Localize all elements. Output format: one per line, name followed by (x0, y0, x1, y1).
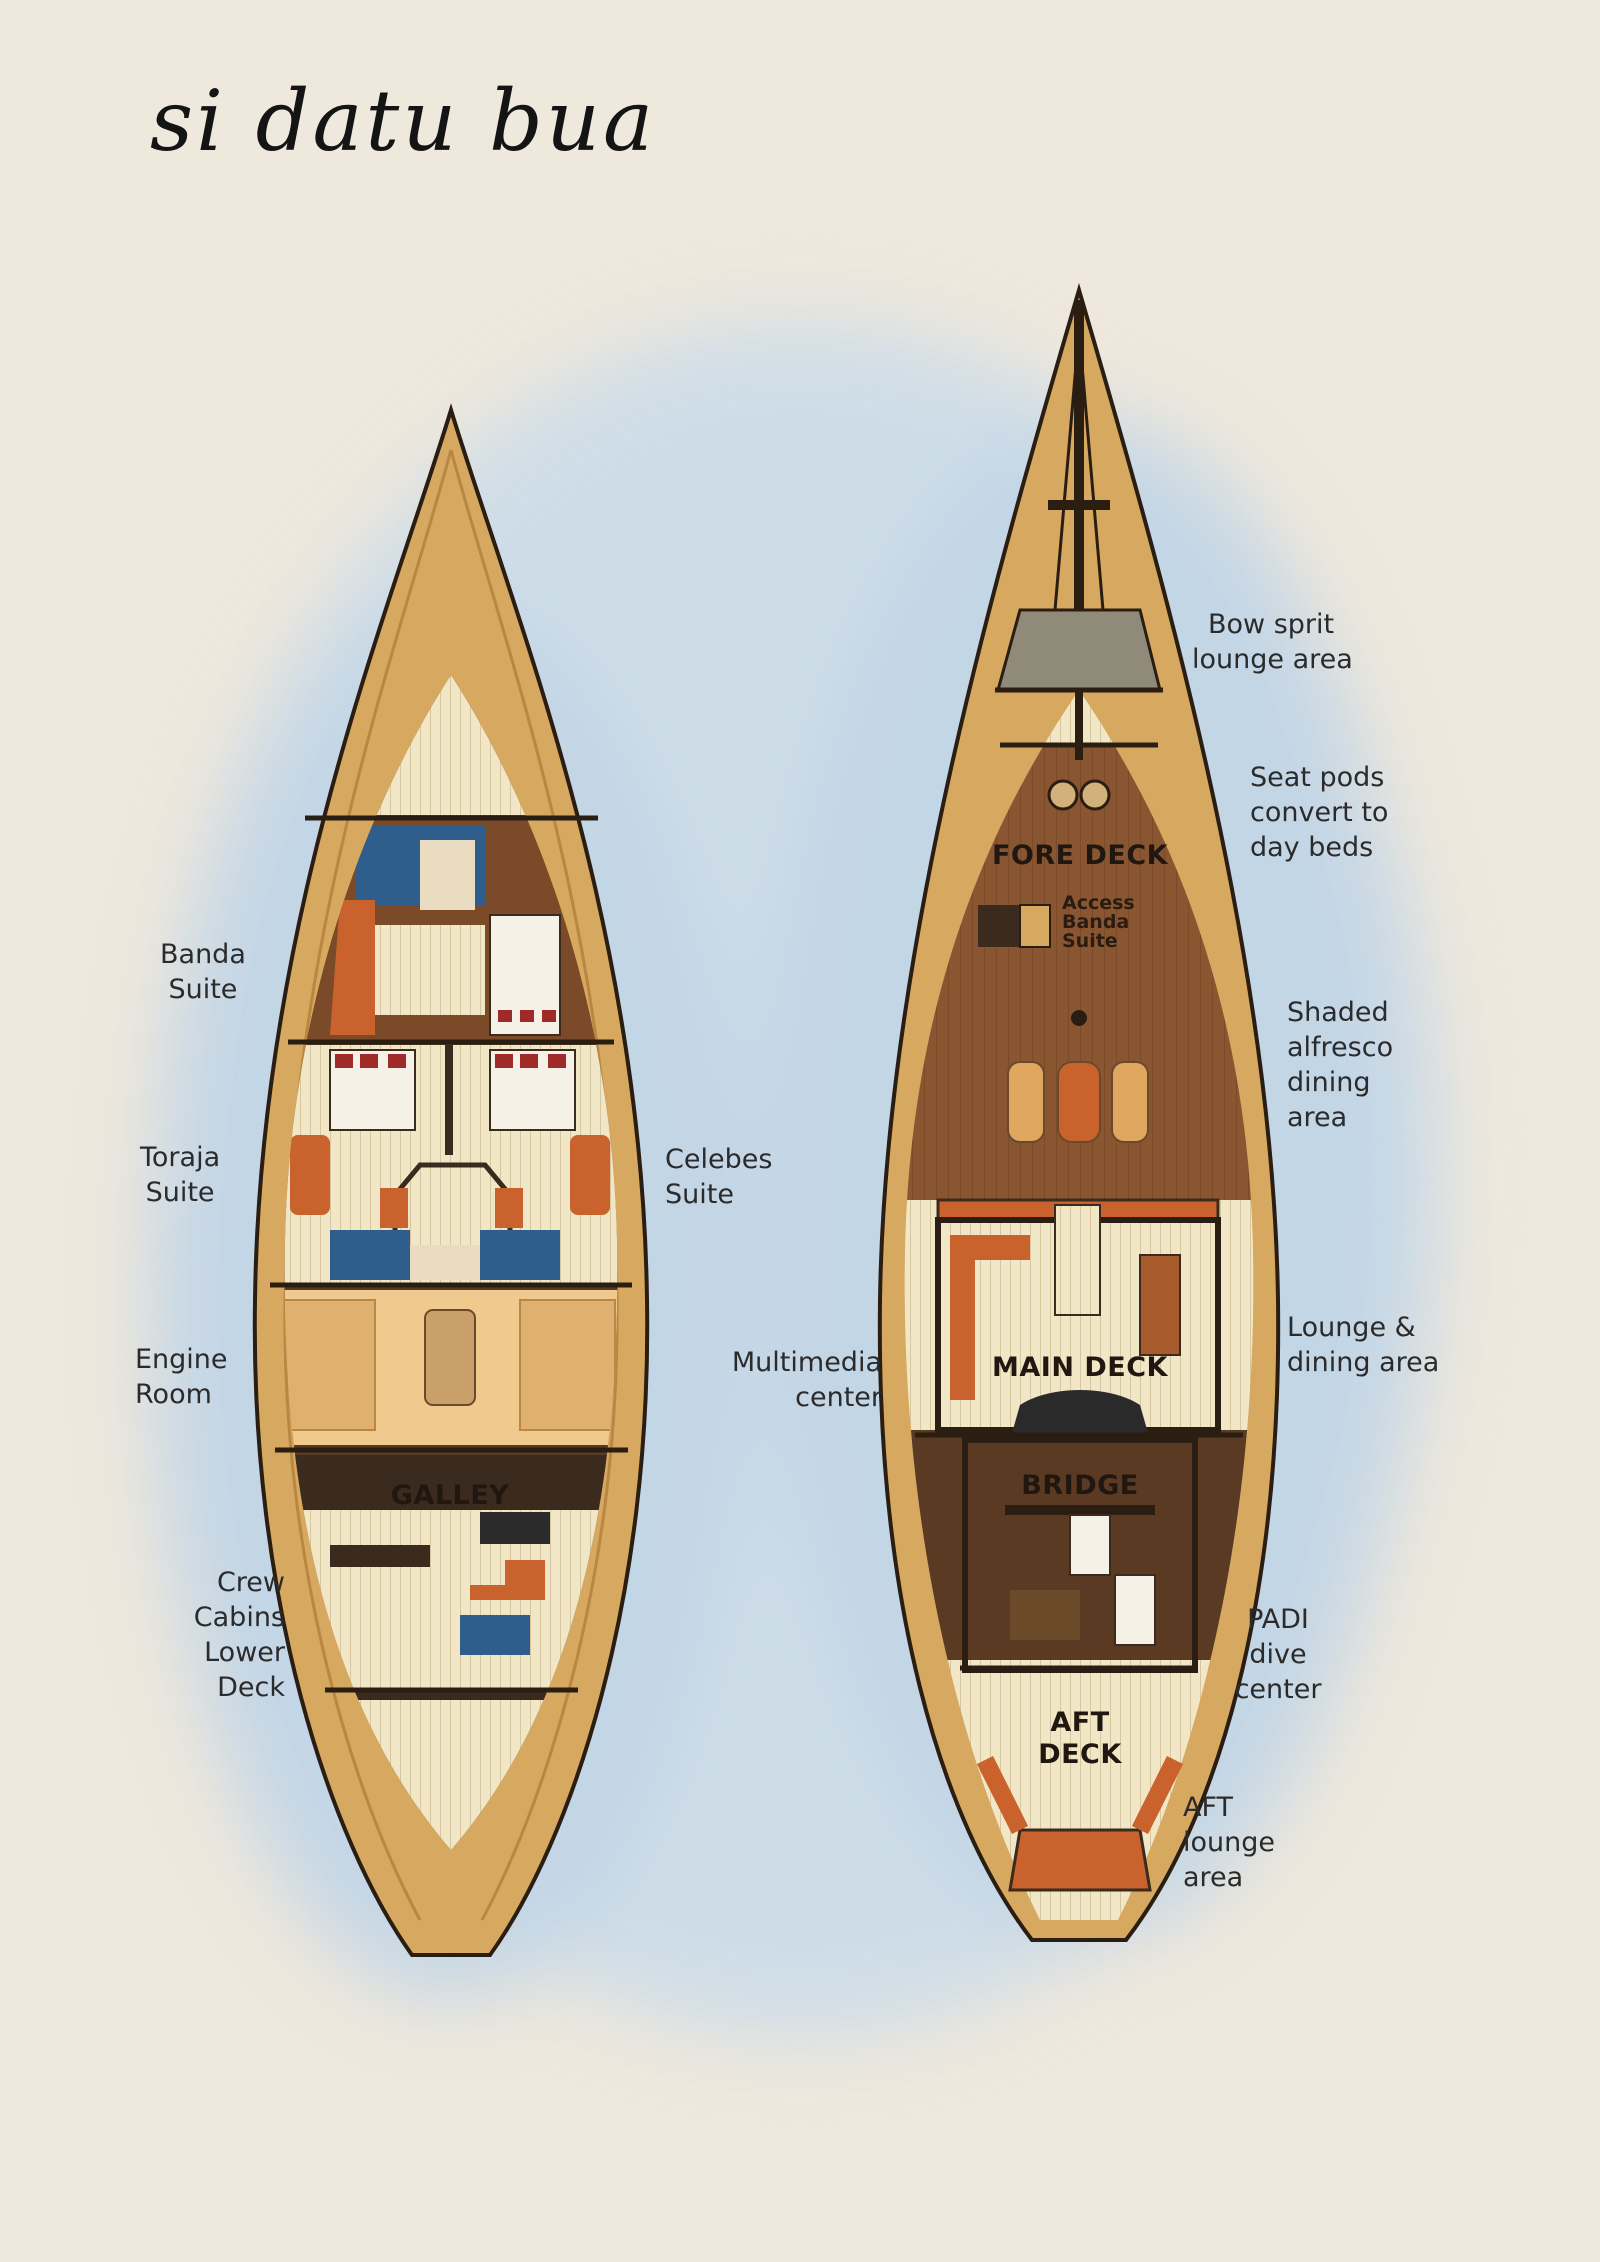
label-line: lounge (1183, 1827, 1275, 1858)
label-line: Multimedia (731, 1347, 882, 1378)
label-line: Crew (216, 1567, 285, 1598)
deck-title-line: FORE DECK (991, 840, 1169, 871)
label-line: AFT (1183, 1792, 1234, 1823)
label-line: center (795, 1382, 882, 1413)
label-toraja-suite: Toraja Suite (140, 1140, 220, 1210)
label-padi-dive-center: PADI dive center (1228, 1602, 1328, 1707)
label-line: Lower (204, 1637, 285, 1668)
label-line: Suite (145, 1177, 215, 1208)
label-lounge-dining: Lounge & dining area (1287, 1310, 1439, 1380)
label-line: convert to (1250, 797, 1389, 828)
label-shaded-dining: Shaded alfresco dining area (1287, 995, 1393, 1135)
label-line: Celebes (665, 1144, 773, 1175)
deck-title-fore: FORE DECK (960, 840, 1200, 872)
label-line: PADI (1247, 1604, 1309, 1635)
label-line: Room (135, 1379, 212, 1410)
label-line: area (1183, 1862, 1244, 1893)
label-line: dive (1249, 1639, 1307, 1670)
deck-title-line: DECK (1038, 1739, 1122, 1770)
label-line: center (1234, 1674, 1322, 1705)
label-crew-cabins: Crew Cabins Lower Deck (160, 1565, 285, 1705)
aft-lounge-sofa (1008, 1828, 1152, 1892)
label-line: Bow sprit (1208, 609, 1335, 640)
deck-title-aft: AFT DECK (1010, 1707, 1150, 1771)
label-line: dining (1287, 1067, 1371, 1098)
label-line: Deck (217, 1672, 285, 1703)
label-line: day beds (1250, 832, 1374, 863)
label-line: alfresco (1287, 1032, 1394, 1063)
label-bowsprit-lounge: Bow sprit lounge area (1192, 607, 1353, 677)
label-line: lounge area (1192, 644, 1353, 675)
label-line: Banda (160, 939, 246, 970)
label-line: dining area (1287, 1347, 1440, 1378)
label-line: Suite (1062, 930, 1118, 952)
label-line: area (1287, 1102, 1348, 1133)
label-celebes-suite: Celebes Suite (665, 1142, 772, 1212)
label-line: Toraja (140, 1142, 221, 1173)
lower-deck-boat (252, 403, 650, 1957)
label-line: Shaded (1287, 997, 1389, 1028)
deck-title-main: MAIN DECK (960, 1352, 1200, 1384)
deck-title-bridge: BRIDGE (990, 1470, 1170, 1502)
label-line: Engine (135, 1344, 228, 1375)
label-banda-suite: Banda Suite (160, 937, 246, 1007)
deck-title-galley: GALLEY (380, 1480, 520, 1512)
label-line: Banda (1062, 911, 1130, 933)
deck-title-line: GALLEY (390, 1480, 510, 1511)
label-line: Access (1062, 892, 1135, 914)
label-aft-lounge: AFT lounge area (1183, 1790, 1275, 1895)
label-line: Suite (665, 1179, 734, 1210)
label-line: Suite (168, 974, 238, 1005)
deck-title-line: AFT (1050, 1707, 1110, 1738)
label-line: Seat pods (1250, 762, 1385, 793)
bowsprit-lounge (996, 608, 1162, 692)
label-engine-room: Engine Room (135, 1342, 228, 1412)
label-seat-pods: Seat pods convert to day beds (1250, 760, 1388, 865)
label-line: Lounge & (1287, 1312, 1416, 1343)
label-multimedia-center: Multimedia center (700, 1345, 882, 1415)
deck-title-line: MAIN DECK (992, 1352, 1168, 1383)
page-title: si datu bua (150, 72, 657, 170)
label-access-banda-suite: Access Banda Suite (1062, 894, 1135, 951)
label-line: Cabins (193, 1602, 285, 1633)
deck-title-line: BRIDGE (1021, 1470, 1139, 1501)
